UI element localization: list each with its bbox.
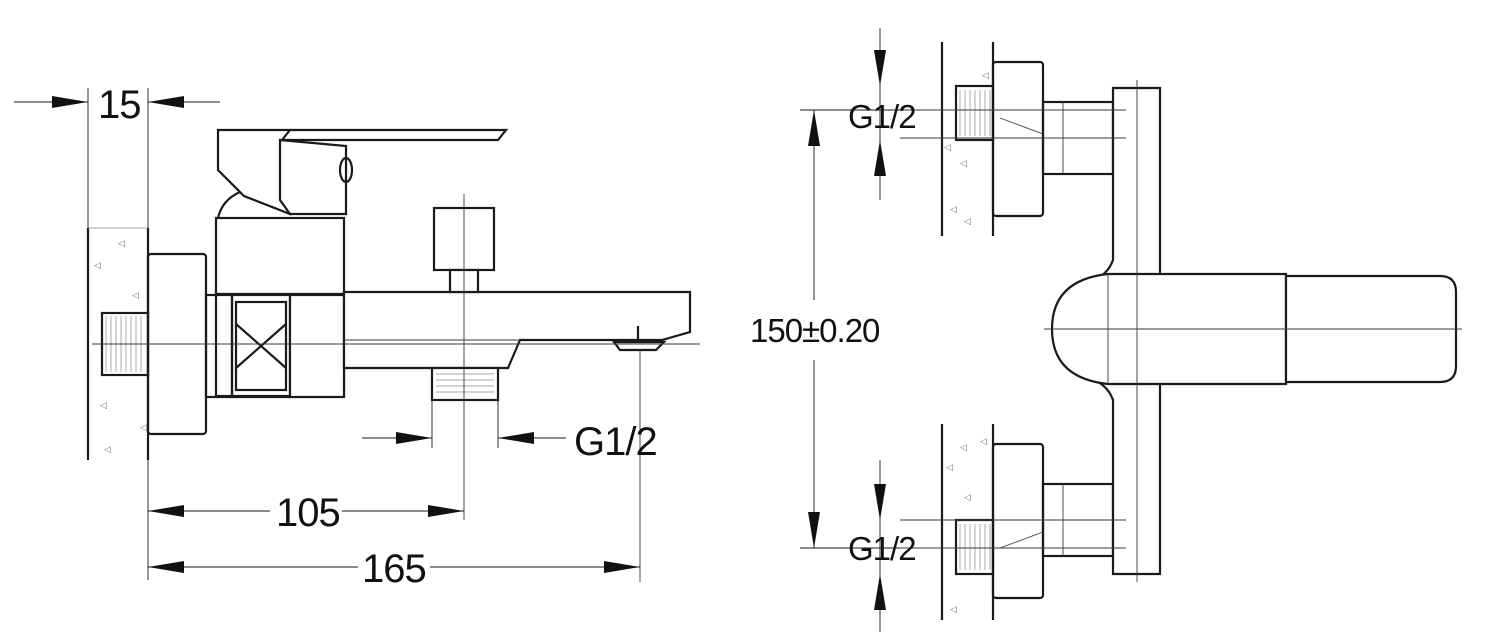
svg-text:◁: ◁ (104, 445, 111, 455)
side-view-shower-outlet (430, 366, 500, 402)
dim-wall-offset-label: 15 (98, 83, 141, 127)
dim-center-distance-label: 150±0.20 (750, 312, 880, 349)
dim-outlet-thread-label: G1/2 (574, 420, 657, 464)
svg-text:◁: ◁ (946, 463, 953, 473)
svg-text:◁: ◁ (960, 443, 967, 453)
front-view-lower-escutcheon (991, 442, 1045, 600)
svg-text:◁: ◁ (982, 71, 989, 81)
svg-text:◁: ◁ (950, 605, 957, 615)
side-view-mixer-body (214, 190, 346, 399)
svg-text:◁: ◁ (140, 423, 147, 433)
dim-inlet-thread-bottom-label: G1/2 (848, 530, 916, 567)
svg-text:◁: ◁ (944, 143, 951, 153)
front-view: ◁ ◁ ◁ ◁ ◁ ◁ ◁ ◁ ◁ ◁ (750, 28, 1462, 632)
svg-text:◁: ◁ (964, 217, 971, 227)
dim-inlet-thread-top: G1/2 (848, 28, 917, 200)
dim-inlet-thread-top-label: G1/2 (848, 98, 916, 135)
svg-text:◁: ◁ (960, 159, 967, 169)
front-view-lower-inlet-thread (954, 518, 995, 576)
dim-outlet-distance-label: 105 (276, 491, 340, 535)
side-view-eccentric-connector (204, 293, 292, 399)
svg-text:◁: ◁ (950, 205, 957, 215)
dim-outlet-distance: 105 (147, 460, 464, 580)
side-view-lever-handle (216, 128, 509, 216)
side-view-spout (342, 290, 692, 370)
front-view-mixer-body (1050, 86, 1458, 576)
svg-text:◁: ◁ (964, 493, 971, 503)
svg-text:◁: ◁ (100, 401, 107, 411)
dim-wall-offset: 15 (14, 83, 220, 228)
front-view-upper-escutcheon (991, 60, 1045, 218)
dim-center-distance: 150±0.20 (750, 109, 900, 549)
dim-inlet-thread-bottom: G1/2 (848, 460, 917, 632)
dim-total-depth-label: 165 (362, 547, 426, 591)
svg-text:◁: ◁ (132, 291, 139, 301)
side-view: ◁ ◁ ◁ ◁ ◁ ◁ (14, 83, 700, 591)
front-view-wall-lower: ◁ ◁ ◁ ◁ ◁ (940, 424, 995, 620)
svg-text:◁: ◁ (118, 239, 125, 249)
svg-text:◁: ◁ (980, 437, 987, 447)
dim-outlet-thread: G1/2 (362, 400, 658, 464)
svg-text:◁: ◁ (94, 261, 101, 271)
front-view-upper-inlet-thread (954, 84, 995, 142)
dim-total-depth: 165 (148, 547, 640, 591)
